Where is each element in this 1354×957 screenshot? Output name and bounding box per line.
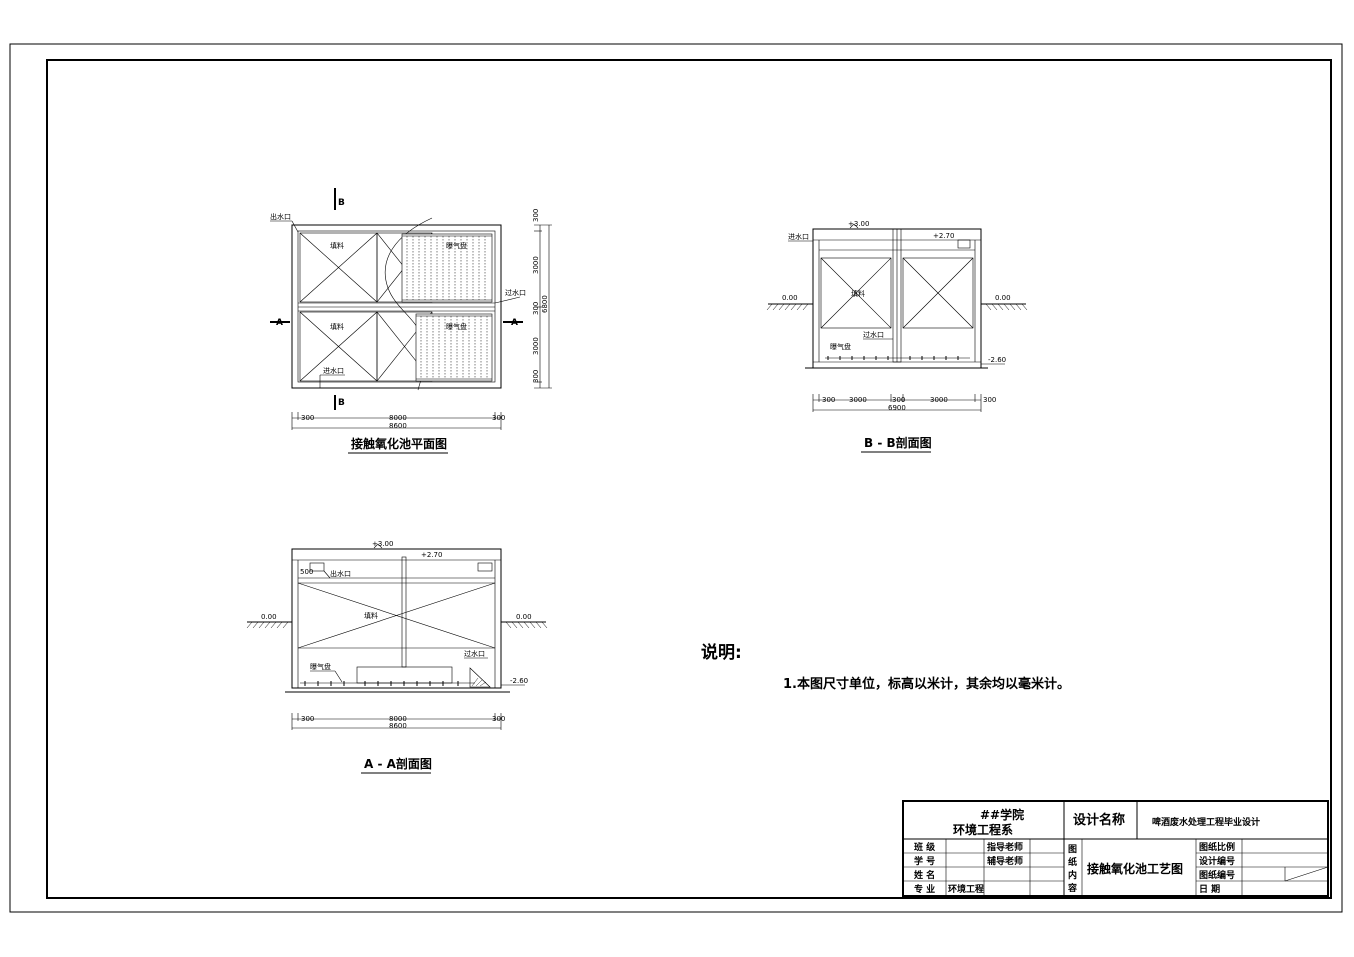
plan-outlet-label: 出水口 (270, 212, 291, 221)
notes: 说明: 1.本图尺寸单位，标高以米计，其余均以毫米计。 (701, 642, 1070, 692)
aa-dim-8600: 8600 (389, 722, 407, 730)
plan-section-b-bottom: B (338, 398, 345, 408)
plan-dim-8600: 8600 (389, 422, 407, 430)
bb-title: B - B剖面图 (864, 435, 932, 450)
bb-dim-4: 300 (983, 396, 996, 404)
tb-name-label: 姓 名 (913, 869, 935, 881)
title-block: ##学院 环境工程系 设计名称 啤酒废水处理工程毕业设计 班 级 学 号 姓 名… (902, 800, 1329, 897)
section-bb-view: 0.00 0.00 +3.00 +2.70 -2.60 进水口 填料 过水口 曝… (766, 220, 1028, 453)
bb-overflow-label: 过水口 (863, 330, 884, 339)
aa-elev-ground-right: 0.00 (516, 613, 532, 621)
tb-drawing-content-label-2: 纸 (1068, 856, 1077, 868)
tb-design-name: 啤酒废水处理工程毕业设计 (1152, 816, 1260, 828)
plan-dim-300-top: 300 (532, 209, 540, 222)
bb-elev-bottom: -2.60 (988, 356, 1006, 364)
plan-section-b-top: B (338, 198, 345, 208)
plan-overflow-label: 过水口 (505, 288, 526, 297)
bb-dim-0: 300 (822, 396, 835, 404)
tb-drawing-no-label: 图纸编号 (1199, 869, 1235, 881)
aa-dim-300-left: 300 (301, 715, 314, 723)
plan-dim-300-mid: 300 (532, 302, 540, 315)
aa-elev-top: +3.00 (372, 540, 393, 548)
plan-dim-8000: 8000 (389, 414, 407, 422)
bb-dim-total: 6900 (888, 404, 906, 412)
aa-dim-8000: 8000 (389, 715, 407, 723)
tb-school: ##学院 (980, 807, 1024, 822)
aa-elev-bottom: -2.60 (510, 677, 528, 685)
aa-elev-water: +2.70 (421, 551, 442, 559)
tb-assistant-label: 辅导老师 (987, 855, 1023, 867)
aa-outlet-label: 出水口 (330, 569, 351, 578)
outer-frame (9, 43, 1343, 913)
tb-drawing-content: 接触氧化池工艺图 (1087, 861, 1183, 876)
bb-inlet-label: 进水口 (788, 232, 809, 241)
plan-title: 接触氧化池平面图 (351, 436, 447, 451)
notes-item-1: 1.本图尺寸单位，标高以米计，其余均以毫米计。 (783, 676, 1070, 692)
bb-dim-2: 300 (892, 396, 905, 404)
tb-major-value: 环境工程 (948, 883, 984, 895)
tb-drawing-content-label-4: 容 (1067, 882, 1077, 894)
tb-design-no-label: 设计编号 (1199, 855, 1235, 867)
aa-dim-500: 500 (300, 568, 313, 576)
plan-aerator-label-2: 曝气盘 (446, 322, 467, 331)
plan-dim-300-right: 300 (492, 414, 505, 422)
bb-packing-label: 填料 (851, 289, 865, 298)
bb-elev-ground-right: 0.00 (995, 294, 1011, 302)
plan-section-a-left: A (276, 318, 283, 328)
plan-aerator-label-1: 曝气盘 (446, 241, 467, 250)
bb-aerator-label: 曝气盘 (830, 342, 851, 351)
bb-dim-3: 3000 (930, 396, 948, 404)
plan-inlet-label: 进水口 (323, 366, 344, 375)
aa-elev-ground-left: 0.00 (261, 613, 277, 621)
bb-elev-water: +2.70 (933, 232, 954, 240)
aa-aerator-label: 曝气盘 (310, 662, 331, 671)
plan-dim-6800: 6800 (541, 295, 549, 313)
tb-major-label: 专 业 (914, 883, 935, 895)
aa-overflow-label: 过水口 (464, 649, 485, 658)
plan-dim-3000-top: 3000 (532, 256, 540, 274)
bb-elev-ground-left: 0.00 (782, 294, 798, 302)
tb-drawing-content-label-1: 图 (1068, 844, 1077, 855)
plan-packing-label-1: 填料 (330, 241, 344, 250)
bb-dim-1: 3000 (849, 396, 867, 404)
section-aa-view: 0.00 0.00 +3.00 +2.70 -2.60 500 出水口 填料 曝… (246, 540, 548, 774)
inner-frame (46, 59, 1332, 899)
plan-dim-3000-bottom: 3000 (532, 337, 540, 355)
tb-department: 环境工程系 (953, 822, 1013, 837)
plan-dim-300-left: 300 (301, 414, 314, 422)
tb-date-label: 日 期 (1199, 883, 1220, 895)
plan-packing-label-2: 填料 (330, 322, 344, 331)
bb-elev-top: +3.00 (848, 220, 869, 228)
aa-packing-label: 填料 (364, 611, 378, 620)
tb-design-name-label: 设计名称 (1073, 812, 1125, 828)
tb-class-label: 班 级 (914, 841, 936, 853)
tb-drawing-content-label-3: 内 (1068, 869, 1077, 881)
notes-heading: 说明: (701, 642, 742, 663)
aa-title: A - A剖面图 (364, 756, 432, 771)
tb-scale-label: 图纸比例 (1199, 841, 1235, 853)
tb-student-id-label: 学 号 (914, 855, 935, 867)
plan-view: 填料 填料 曝气盘 曝气盘 出水口 进水口 过水口 B B A A 300 80… (270, 188, 552, 454)
tb-advisor-label: 指导老师 (987, 841, 1023, 853)
aa-dim-300-right: 300 (492, 715, 505, 723)
plan-dim-300-bottom: 300 (532, 370, 540, 383)
plan-section-a-right: A (511, 318, 518, 328)
